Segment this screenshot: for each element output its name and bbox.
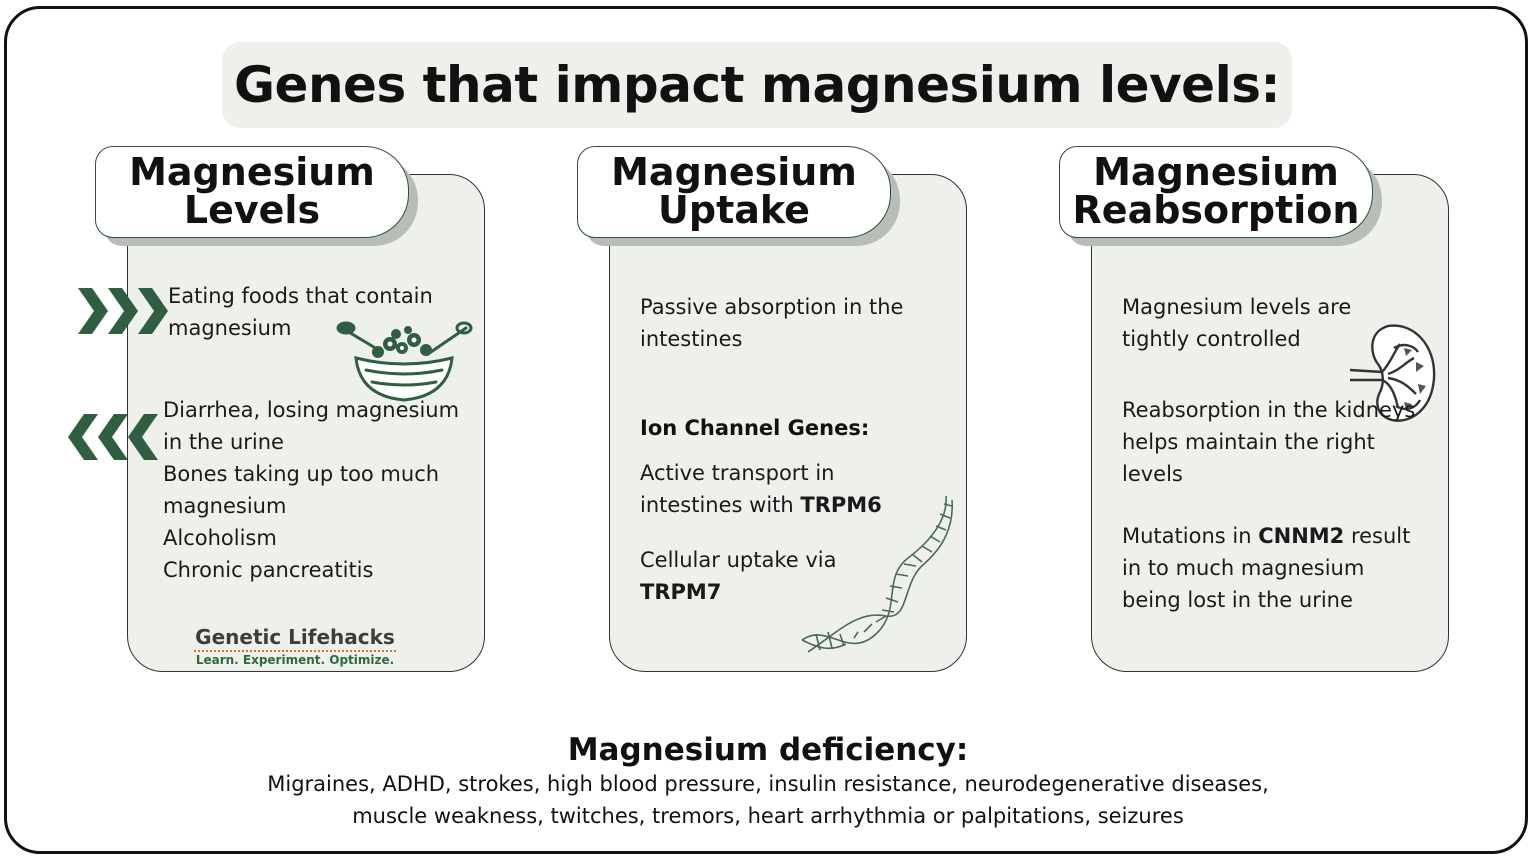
cellular-uptake-text: Cellular uptake via TRPM7 — [640, 544, 870, 608]
heading-line1: Magnesium — [129, 150, 375, 194]
salad-bowl-icon — [336, 321, 473, 402]
page-title: Genes that impact magnesium levels: — [234, 56, 1280, 114]
brand-logo-name: Genetic Lifehacks — [195, 625, 395, 649]
chevron-right-triple-icon — [78, 288, 168, 334]
card-heading-uptake: Magnesium Uptake — [577, 146, 891, 238]
deficiency-symptoms: Migraines, ADHD, strokes, high blood pre… — [267, 772, 1269, 828]
uptake-intro: Passive absorption in the intestines — [640, 295, 904, 351]
card-magnesium-levels — [127, 174, 485, 672]
gene-cnnm2: CNNM2 — [1258, 524, 1345, 548]
reabsorption-item-3: Mutations in CNNM2 result in to much mag… — [1122, 520, 1422, 616]
card-heading-levels: Magnesium Levels — [95, 146, 409, 238]
cellular-uptake-prefix: Cellular uptake via — [640, 548, 837, 572]
gene-trpm7: TRPM7 — [640, 580, 722, 604]
deficiency-title: Magnesium deficiency: — [567, 732, 969, 768]
ion-channel-heading: Ion Channel Genes: — [640, 416, 870, 440]
heading-line2: Reabsorption — [1072, 188, 1360, 232]
brand-divider — [194, 650, 396, 652]
decrease-item: Alcoholism — [163, 526, 277, 550]
decrease-item: Bones taking up too much magnesium — [163, 462, 440, 518]
gene-trpm6: TRPM6 — [800, 493, 882, 517]
dna-helix-icon — [801, 495, 953, 653]
heading-line2: Uptake — [658, 188, 810, 232]
kidney-icon — [1349, 324, 1436, 422]
active-transport-text: Active transport in intestines with TRPM… — [640, 457, 930, 521]
brand-logo-tagline: Learn. Experiment. Optimize. — [195, 653, 395, 667]
decrease-list: Diarrhea, losing magnesium in the urine … — [163, 394, 463, 586]
heading-line1: Magnesium — [611, 150, 857, 194]
chevron-left-triple-icon — [68, 414, 158, 460]
card-magnesium-uptake — [609, 174, 967, 672]
decrease-item: Chronic pancreatitis — [163, 558, 374, 582]
reabsorption-item-3-suffix: result in to much magnesium being lost i… — [1122, 524, 1411, 612]
reabsorption-item-3-prefix: Mutations in — [1122, 524, 1259, 548]
heading-line1: Magnesium — [1093, 150, 1339, 194]
title-background — [222, 42, 1292, 128]
card-magnesium-reabsorption — [1091, 174, 1449, 672]
increase-text: Eating foods that contain magnesium — [168, 284, 433, 340]
decrease-item: Diarrhea, losing magnesium in the urine — [163, 398, 460, 454]
reabsorption-item-1: Magnesium levels are tightly controlled — [1122, 295, 1352, 351]
heading-line2: Levels — [183, 188, 321, 232]
card-heading-reabsorption: Magnesium Reabsorption — [1059, 146, 1373, 238]
active-transport-prefix: Active transport in intestines with — [640, 461, 835, 517]
reabsorption-item-2: Reabsorption in the kidneys helps mainta… — [1122, 398, 1416, 486]
